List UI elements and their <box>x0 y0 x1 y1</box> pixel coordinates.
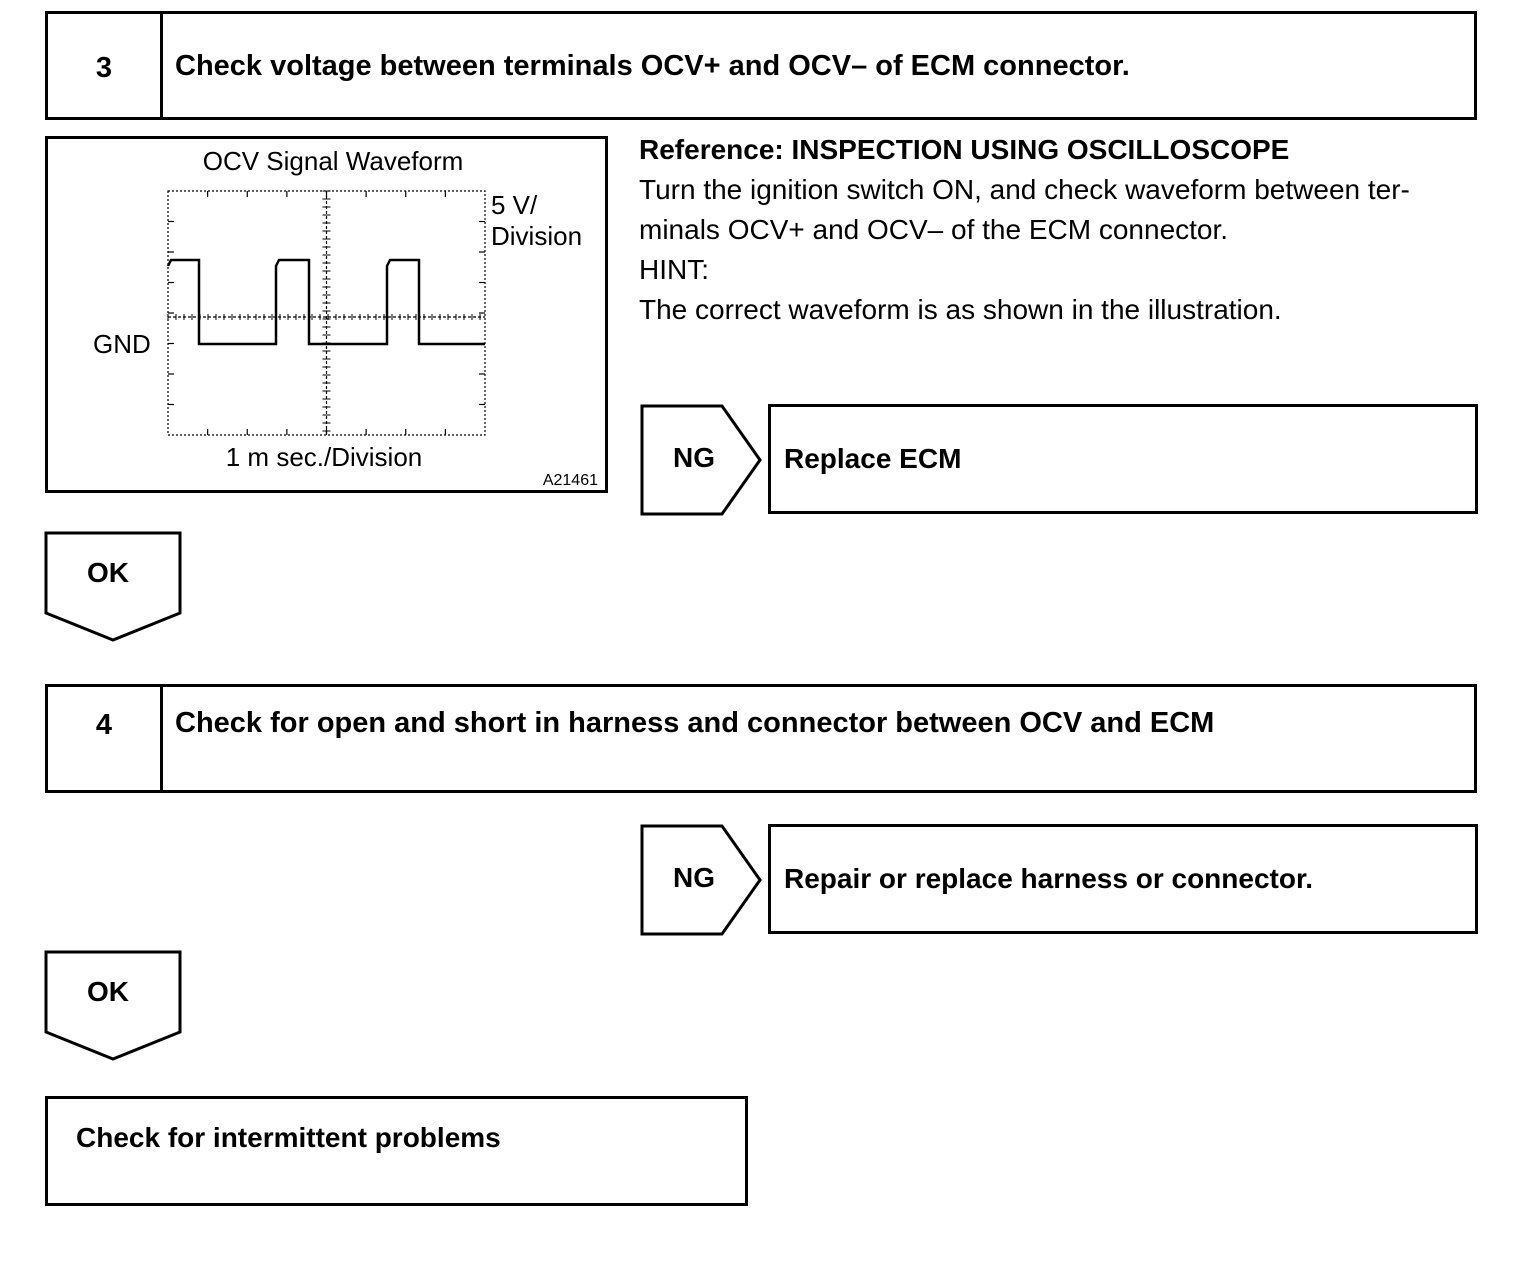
step-3-title: Check voltage between terminals OCV+ and… <box>175 50 1130 82</box>
result-replace-ecm: Replace ECM <box>768 404 1478 514</box>
gnd-label: GND <box>93 329 151 359</box>
waveform-trace <box>166 258 485 346</box>
ok-label: OK <box>87 976 129 1007</box>
volt-div-label-1: 5 V/ <box>491 190 538 220</box>
volt-div-label-2: Division <box>491 221 582 251</box>
hint-label: HINT: <box>639 254 709 285</box>
reference-line-2: minals OCV+ and OCV– of the ECM connecto… <box>639 214 1229 245</box>
reference-block: Reference: INSPECTION USING OSCILLOSCOPE… <box>639 130 1410 330</box>
step-3-header: 3 Check voltage between terminals OCV+ a… <box>45 11 1477 120</box>
step-4-title: Check for open and short in harness and … <box>175 707 1215 739</box>
ng-arrow-step-3: NG <box>640 404 764 516</box>
reference-line-1: Turn the ignition switch ON, and check w… <box>639 174 1410 205</box>
ng-arrow-shape <box>640 824 762 936</box>
result-text: Repair or replace harness or connector. <box>784 863 1314 894</box>
ok-arrow-step-4: OK <box>44 950 182 1062</box>
ng-label: NG <box>673 862 715 893</box>
waveform-title: OCV Signal Waveform <box>203 146 464 176</box>
ok-label: OK <box>87 557 129 588</box>
step-4-number: 4 <box>48 687 163 790</box>
step-4-header: 4 Check for open and short in harness an… <box>45 684 1477 793</box>
final-check-text: Check for intermittent problems <box>76 1122 501 1153</box>
ok-arrow-step-3: OK <box>44 531 182 643</box>
reference-heading: Reference: INSPECTION USING OSCILLOSCOPE <box>639 134 1290 165</box>
waveform-figure: OCV Signal Waveform 5 V/ Division GND 1 … <box>45 136 608 493</box>
ng-arrow-shape <box>640 404 762 516</box>
ng-arrow-step-4: NG <box>640 824 764 936</box>
final-check-box: Check for intermittent problems <box>45 1096 748 1206</box>
hint-text: The correct waveform is as shown in the … <box>639 294 1282 325</box>
result-repair-harness: Repair or replace harness or connector. <box>768 824 1478 934</box>
ok-arrow-shape <box>44 950 182 1061</box>
oscilloscope-grid <box>167 190 486 436</box>
oscilloscope-ticks <box>167 190 485 435</box>
waveform-svg: OCV Signal Waveform 5 V/ Division GND 1 … <box>93 146 598 489</box>
time-div-label: 1 m sec./Division <box>226 442 423 472</box>
ng-label: NG <box>673 442 715 473</box>
ok-arrow-shape <box>44 531 182 642</box>
result-text: Replace ECM <box>784 443 962 474</box>
figure-code: A21461 <box>543 472 598 489</box>
step-3-number: 3 <box>48 14 163 117</box>
